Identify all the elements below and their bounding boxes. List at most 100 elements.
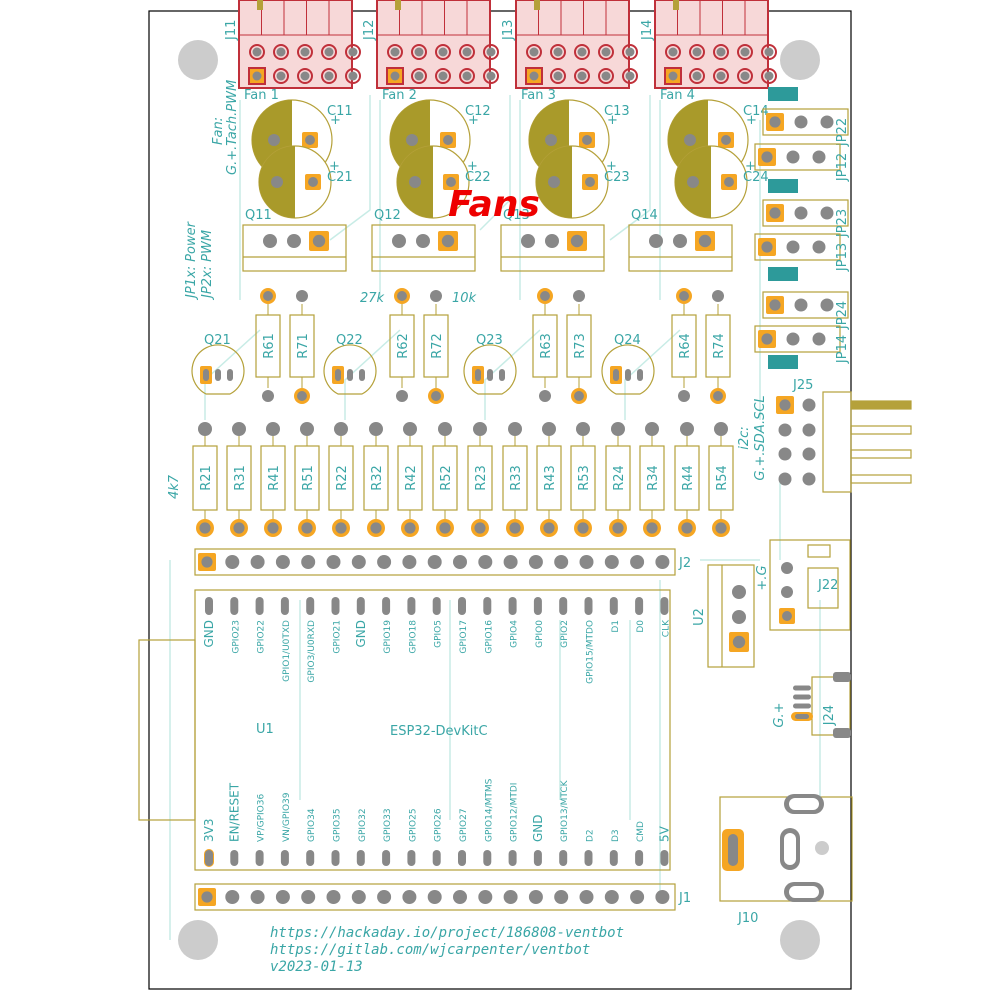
pad-drill [300,422,314,436]
pad-drill [431,391,441,401]
pad-drill [499,369,505,381]
mosfet-body [500,224,605,272]
module-pin [255,597,264,615]
pad-drill [786,240,800,254]
pad-drill [655,555,670,569]
pad-ring [598,44,614,60]
pad-drill [275,555,290,569]
pad-drill [267,522,279,534]
pad-drill [404,522,416,534]
mosfet-q11: Q11 [242,208,347,272]
pad-drill [577,71,587,81]
pad-drill [392,234,406,248]
pad-drill [529,71,539,81]
pad-drill [486,47,496,57]
module-pin [483,850,492,866]
pad-drill [359,369,365,381]
pad-hole [784,833,796,865]
value-27k: 27k [360,291,385,306]
resistor-r43: R43 [536,422,562,537]
connector-key [673,0,679,10]
transistor-q22: Q22 [323,333,377,395]
mounting-hole [178,40,218,80]
pad-ring [483,68,499,84]
pad-drill [396,390,408,402]
pad-drill [716,47,726,57]
pad-drill [443,135,453,145]
pad-drill [201,556,213,568]
resistor-ref: R42 [404,465,419,491]
pad-drill [630,555,645,569]
pad-drill [820,298,834,312]
pad-drill [312,234,326,248]
pad-drill [553,71,563,81]
pad-drill [553,47,563,57]
module-pin [432,850,441,866]
module-antenna [138,639,196,821]
mosfet-body [628,224,733,272]
pad-drill [570,234,584,248]
pad-drill [601,47,611,57]
pad-ring [435,44,451,60]
pad-drill [820,115,834,129]
module-pin [584,850,593,866]
pad [394,288,410,304]
module-pin [382,850,391,866]
cap-ref: C22 [465,170,491,185]
header-body [822,391,852,493]
pad [302,132,318,148]
module-pin [458,850,466,866]
pad [537,288,553,304]
header-j2: J2 [194,548,691,576]
pad-hole [789,798,819,810]
fan-pinout-label: Fan: [211,117,226,145]
url-hackaday: https://hackaday.io/project/186808-ventb… [270,925,624,941]
pad [401,519,419,537]
pad-ring [411,44,427,60]
esp-pin-label: GPIO25 [408,808,418,842]
pad-drill [334,422,348,436]
pad-ring [297,44,313,60]
i2c-ref: J25 [792,378,813,393]
pad [443,174,459,190]
module-pin [255,850,264,866]
pad [309,231,329,251]
regulator-ref: U2 [692,608,707,626]
resistor-ref: R21 [199,465,214,491]
pad-drill [793,703,811,709]
esp-pin-label: GND [354,620,368,648]
pad-drill [692,71,702,81]
pad-drill [370,522,382,534]
module-pin [280,597,289,615]
cap-polarity: + [330,113,341,128]
connector-j24: G.+J24 [772,672,851,738]
pad-drill [778,447,792,461]
trace [484,329,541,420]
value-4k7: 4k7 [167,474,182,499]
pad-drill [625,369,631,381]
pad-drill [681,522,693,534]
board-title: Fans [448,184,540,225]
pad-drill [250,555,265,569]
fan-pinout-label: G.+.Tach.PWM [225,80,240,175]
pad [579,132,595,148]
url-block: https://hackaday.io/project/186808-ventb… [270,925,624,975]
pad-drill [543,522,555,534]
connector-ref: J14 [640,20,655,41]
pad [506,519,524,537]
esp-pin-label: GPIO15/MTDO [586,620,596,684]
esp-pin-label: GPIO26 [434,808,444,842]
trace [329,95,371,241]
pad-drill [473,422,487,436]
pad [438,231,458,251]
pad-drill [369,422,383,436]
pad-drill [579,890,594,904]
pad-drill [833,728,851,738]
pad-drill [576,422,590,436]
module-pin [205,850,213,866]
module-pin [559,597,568,615]
resistor-r53: R53 [570,422,596,537]
transistor-ref: Q21 [204,333,231,348]
connector-ref: J11 [224,20,239,41]
